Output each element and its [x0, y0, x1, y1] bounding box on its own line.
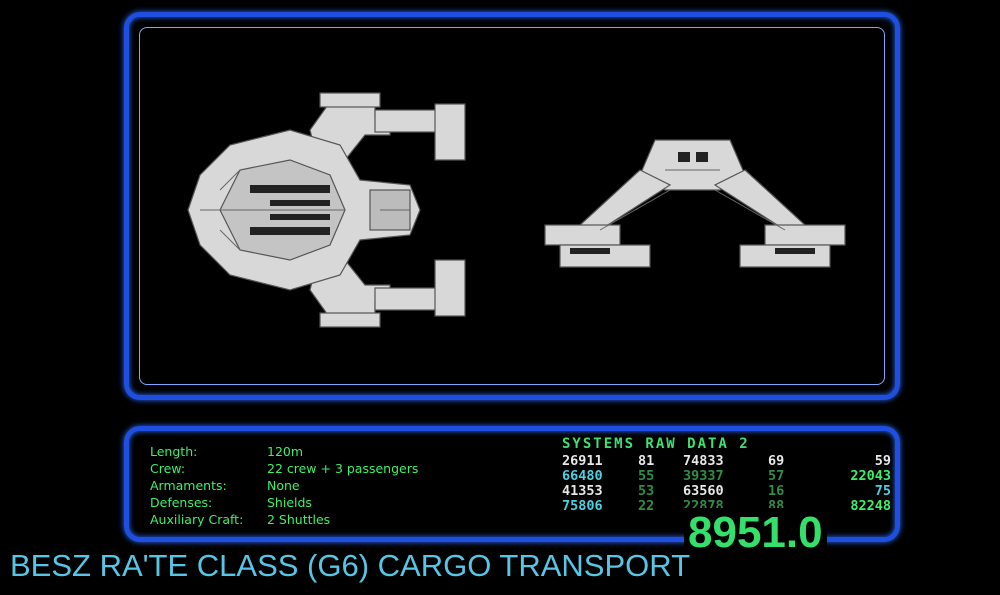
spec-label: Length: — [150, 444, 198, 459]
ship-class-caption: BESZ RA'TE CLASS (G6) CARGO TRANSPORT — [10, 548, 691, 584]
spec-label: Auxiliary Craft: — [150, 512, 244, 527]
raw-data-cell: 63560 — [683, 483, 724, 499]
schematic-display-inner-border — [139, 27, 885, 385]
raw-data-cell: 22043 — [850, 468, 891, 484]
spec-row-defenses: Defenses: Shields — [150, 494, 418, 511]
raw-data-cell: 53 — [638, 483, 655, 499]
spec-label: Crew: — [150, 461, 186, 476]
spec-label: Defenses: — [150, 495, 213, 510]
spec-value: Shields — [267, 495, 312, 510]
spec-label: Armaments: — [150, 478, 227, 493]
spec-row-auxiliary-craft: Auxiliary Craft: 2 Shuttles — [150, 511, 418, 528]
info-panel-frame — [124, 426, 900, 542]
raw-data-cell: 75806 — [562, 498, 603, 514]
spec-row-armaments: Armaments: None — [150, 477, 418, 494]
spec-row-crew: Crew: 22 crew + 3 passengers — [150, 460, 418, 477]
raw-data-cell: 59 — [874, 453, 891, 469]
raw-data-row: 66480 55 39337 57 22043 — [562, 469, 891, 484]
raw-data-row: 26911 81 74833 69 59 — [562, 454, 891, 469]
raw-data-cell: 41353 — [562, 483, 603, 499]
raw-data-cell: 26911 — [562, 453, 603, 469]
raw-data-cell: 57 — [768, 468, 785, 484]
spec-value: 22 crew + 3 passengers — [267, 461, 419, 476]
raw-data-row: 41353 53 63560 16 75 — [562, 484, 891, 499]
raw-data-cell: 16 — [768, 483, 785, 499]
ship-top-view-image — [187, 92, 466, 328]
raw-data-cell: 81 — [638, 453, 655, 469]
raw-data-cell: 66480 — [562, 468, 603, 484]
raw-data-title: SYSTEMS RAW DATA 2 — [562, 436, 750, 452]
raw-data-cell: 74833 — [683, 453, 724, 469]
schematic-display-frame — [124, 12, 900, 400]
ship-specs-list: Length: 120m Crew: 22 crew + 3 passenger… — [150, 443, 418, 528]
readout-number: 8951.0 — [684, 508, 827, 558]
spec-value: 2 Shuttles — [267, 512, 331, 527]
spec-value: 120m — [267, 444, 304, 459]
spec-row-length: Length: 120m — [150, 443, 418, 460]
raw-data-cell: 69 — [768, 453, 785, 469]
ship-front-view-image — [544, 139, 846, 268]
spec-value: None — [267, 478, 300, 493]
raw-data-cell: 22 — [638, 498, 655, 514]
raw-data-cell: 82248 — [850, 498, 891, 514]
raw-data-cell: 39337 — [683, 468, 724, 484]
raw-data-cell: 55 — [638, 468, 655, 484]
raw-data-cell: 75 — [874, 483, 891, 499]
